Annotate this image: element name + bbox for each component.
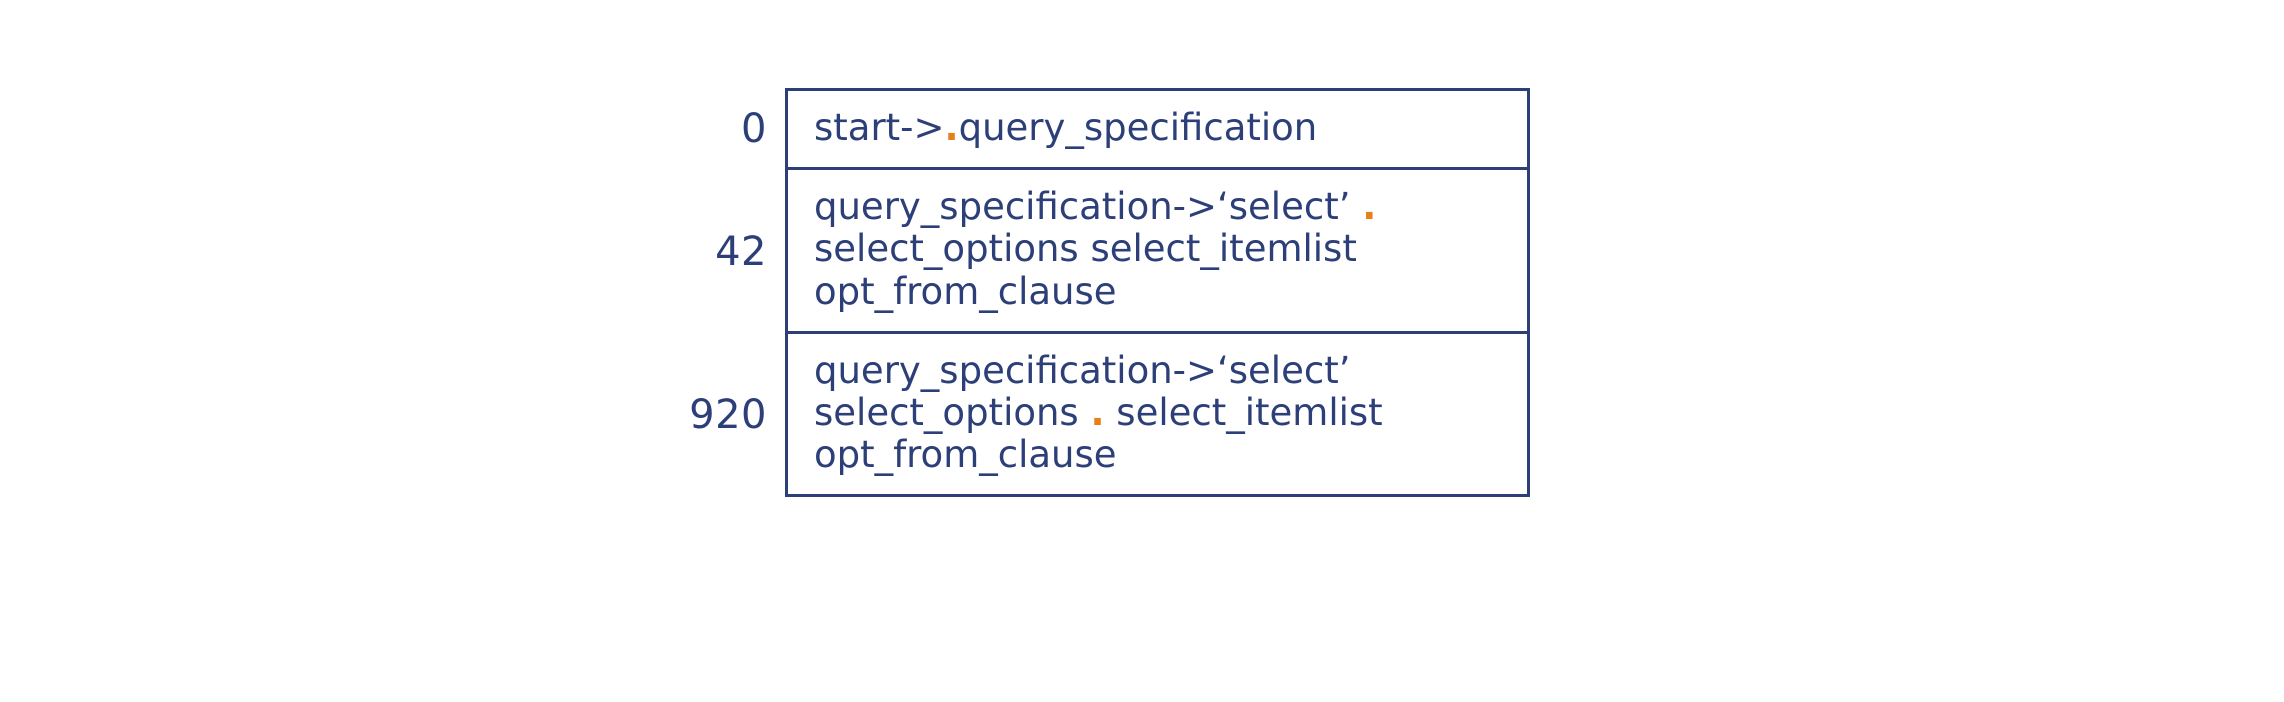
parser-dot-marker: . (1090, 390, 1105, 434)
itemset-row: 920 query_specification->‘select’ select… (660, 333, 1530, 498)
state-gutter: 0 (660, 109, 785, 149)
state-number: 920 (689, 392, 767, 439)
item-line: opt_from_clause (814, 269, 1527, 313)
item-line: query_specification->‘select’ (814, 348, 1527, 392)
item-text-before: select_options (814, 390, 1091, 434)
state-gutter: 42 (660, 232, 785, 272)
item-line: opt_from_clause (814, 433, 1527, 477)
itemset-row: 0 start->.query_specification (660, 88, 1530, 171)
state-gutter: 920 (660, 395, 785, 435)
item-text-before: opt_from_clause (814, 269, 1117, 313)
item-line: query_specification->‘select’ . (814, 186, 1527, 228)
item-text-before: query_specification->‘select’ (814, 185, 1363, 229)
item-line: select_options select_itemlist (814, 228, 1527, 270)
item-text-after: select_itemlist (1104, 390, 1383, 434)
item-cell: start->.query_specification (785, 88, 1530, 171)
itemset-row: 42 query_specification->‘select’ . selec… (660, 170, 1530, 334)
item-text-before: start-> (814, 106, 945, 149)
item-line: start->.query_specification (814, 106, 1527, 149)
item-text-before: query_specification->‘select’ (814, 348, 1351, 392)
itemset-table: 0 start->.query_specification 42 query_s… (660, 88, 1530, 498)
item-text-after: query_specification (958, 106, 1318, 149)
item-text-before: select_options select_itemlist (814, 227, 1357, 271)
item-text-before: opt_from_clause (814, 433, 1117, 477)
parser-dot-marker: . (1362, 185, 1377, 229)
state-number: 0 (741, 106, 767, 153)
state-number: 42 (715, 228, 767, 275)
item-line: select_options . select_itemlist (814, 390, 1527, 434)
item-cell: query_specification->‘select’ select_opt… (785, 333, 1530, 498)
parser-dot-marker: . (944, 106, 959, 149)
item-cell: query_specification->‘select’ . select_o… (785, 170, 1530, 334)
